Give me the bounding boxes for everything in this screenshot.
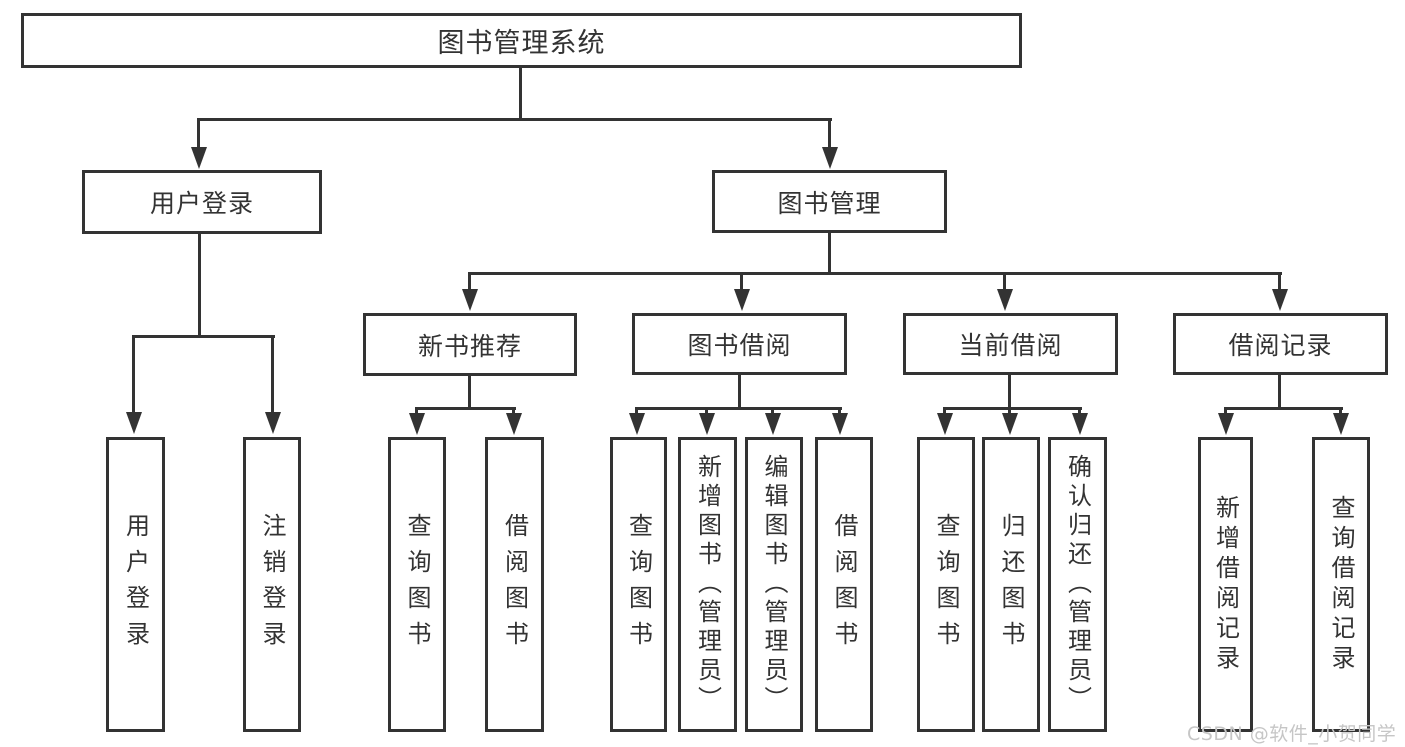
connector-line bbox=[512, 407, 515, 414]
leaf-return-books: 归还图书 bbox=[982, 437, 1040, 732]
connector-line bbox=[1078, 407, 1081, 414]
connector-line bbox=[132, 335, 275, 338]
leaf-query-borrow-record: 查询借阅记录 bbox=[1312, 437, 1370, 732]
node-book-management: 图书管理 bbox=[712, 170, 947, 233]
connector-line bbox=[415, 407, 516, 410]
watermark: CSDN @软件_小贺同学 bbox=[1187, 723, 1397, 745]
node-new-book-recommend: 新书推荐 bbox=[363, 313, 577, 376]
arrowhead-icon bbox=[506, 413, 522, 435]
connector-line bbox=[1278, 375, 1281, 407]
connector-line bbox=[1003, 272, 1006, 290]
arrowhead-icon bbox=[462, 289, 478, 311]
leaf-borrow-books-recommend: 借阅图书 bbox=[485, 437, 544, 732]
arrowhead-icon bbox=[699, 413, 715, 435]
node-user-login: 用户登录 bbox=[82, 170, 322, 234]
connector-line bbox=[197, 118, 200, 148]
arrowhead-icon bbox=[734, 289, 750, 311]
connector-line bbox=[1008, 375, 1011, 407]
arrowhead-icon bbox=[1272, 289, 1288, 311]
arrowhead-icon bbox=[629, 413, 645, 435]
connector-line bbox=[197, 118, 832, 121]
connector-line bbox=[132, 335, 135, 413]
connector-line bbox=[519, 68, 522, 118]
arrowhead-icon bbox=[1072, 413, 1088, 435]
leaf-add-books-admin: 新增图书（管理员） bbox=[678, 437, 737, 732]
leaf-borrow-books-borrowing: 借阅图书 bbox=[815, 437, 873, 732]
connector-line bbox=[271, 335, 274, 413]
connector-line bbox=[771, 407, 774, 414]
arrowhead-icon bbox=[822, 147, 838, 169]
arrowhead-icon bbox=[409, 413, 425, 435]
node-library-system: 图书管理系统 bbox=[21, 13, 1022, 68]
connector-line bbox=[740, 272, 743, 290]
node-current-borrowing: 当前借阅 bbox=[903, 313, 1118, 375]
arrowhead-icon bbox=[126, 412, 142, 434]
connector-line bbox=[838, 407, 841, 414]
connector-line bbox=[1224, 407, 1343, 410]
connector-line bbox=[468, 272, 471, 290]
connector-line bbox=[468, 272, 1282, 275]
arrowhead-icon bbox=[1333, 413, 1349, 435]
node-book-borrowing: 图书借阅 bbox=[632, 313, 847, 375]
arrowhead-icon bbox=[937, 413, 953, 435]
arrowhead-icon bbox=[832, 413, 848, 435]
connector-line bbox=[828, 233, 831, 272]
connector-line bbox=[1008, 407, 1011, 414]
connector-line bbox=[468, 376, 471, 407]
leaf-user-login: 用户登录 bbox=[106, 437, 165, 732]
arrowhead-icon bbox=[997, 289, 1013, 311]
leaf-add-borrow-record: 新增借阅记录 bbox=[1198, 437, 1253, 732]
connector-line bbox=[738, 375, 741, 407]
connector-line bbox=[1278, 272, 1281, 290]
arrowhead-icon bbox=[1002, 413, 1018, 435]
leaf-query-books-current: 查询图书 bbox=[917, 437, 975, 732]
connector-line bbox=[635, 407, 842, 410]
connector-line bbox=[1339, 407, 1342, 414]
connector-line bbox=[198, 234, 201, 335]
connector-line bbox=[828, 118, 831, 148]
node-borrowing-records: 借阅记录 bbox=[1173, 313, 1388, 375]
arrowhead-icon bbox=[765, 413, 781, 435]
arrowhead-icon bbox=[191, 147, 207, 169]
arrowhead-icon bbox=[265, 412, 281, 434]
leaf-query-books-borrowing: 查询图书 bbox=[610, 437, 667, 732]
leaf-logout: 注销登录 bbox=[243, 437, 301, 732]
leaf-query-books-recommend: 查询图书 bbox=[388, 437, 446, 732]
arrowhead-icon bbox=[1218, 413, 1234, 435]
connector-line bbox=[415, 407, 418, 414]
connector-line bbox=[635, 407, 638, 414]
connector-line bbox=[943, 407, 1082, 410]
connector-line bbox=[1224, 407, 1227, 414]
leaf-confirm-return-admin: 确认归还（管理员） bbox=[1048, 437, 1107, 732]
connector-line bbox=[943, 407, 946, 414]
connector-line bbox=[705, 407, 708, 414]
leaf-edit-books-admin: 编辑图书（管理员） bbox=[745, 437, 803, 732]
